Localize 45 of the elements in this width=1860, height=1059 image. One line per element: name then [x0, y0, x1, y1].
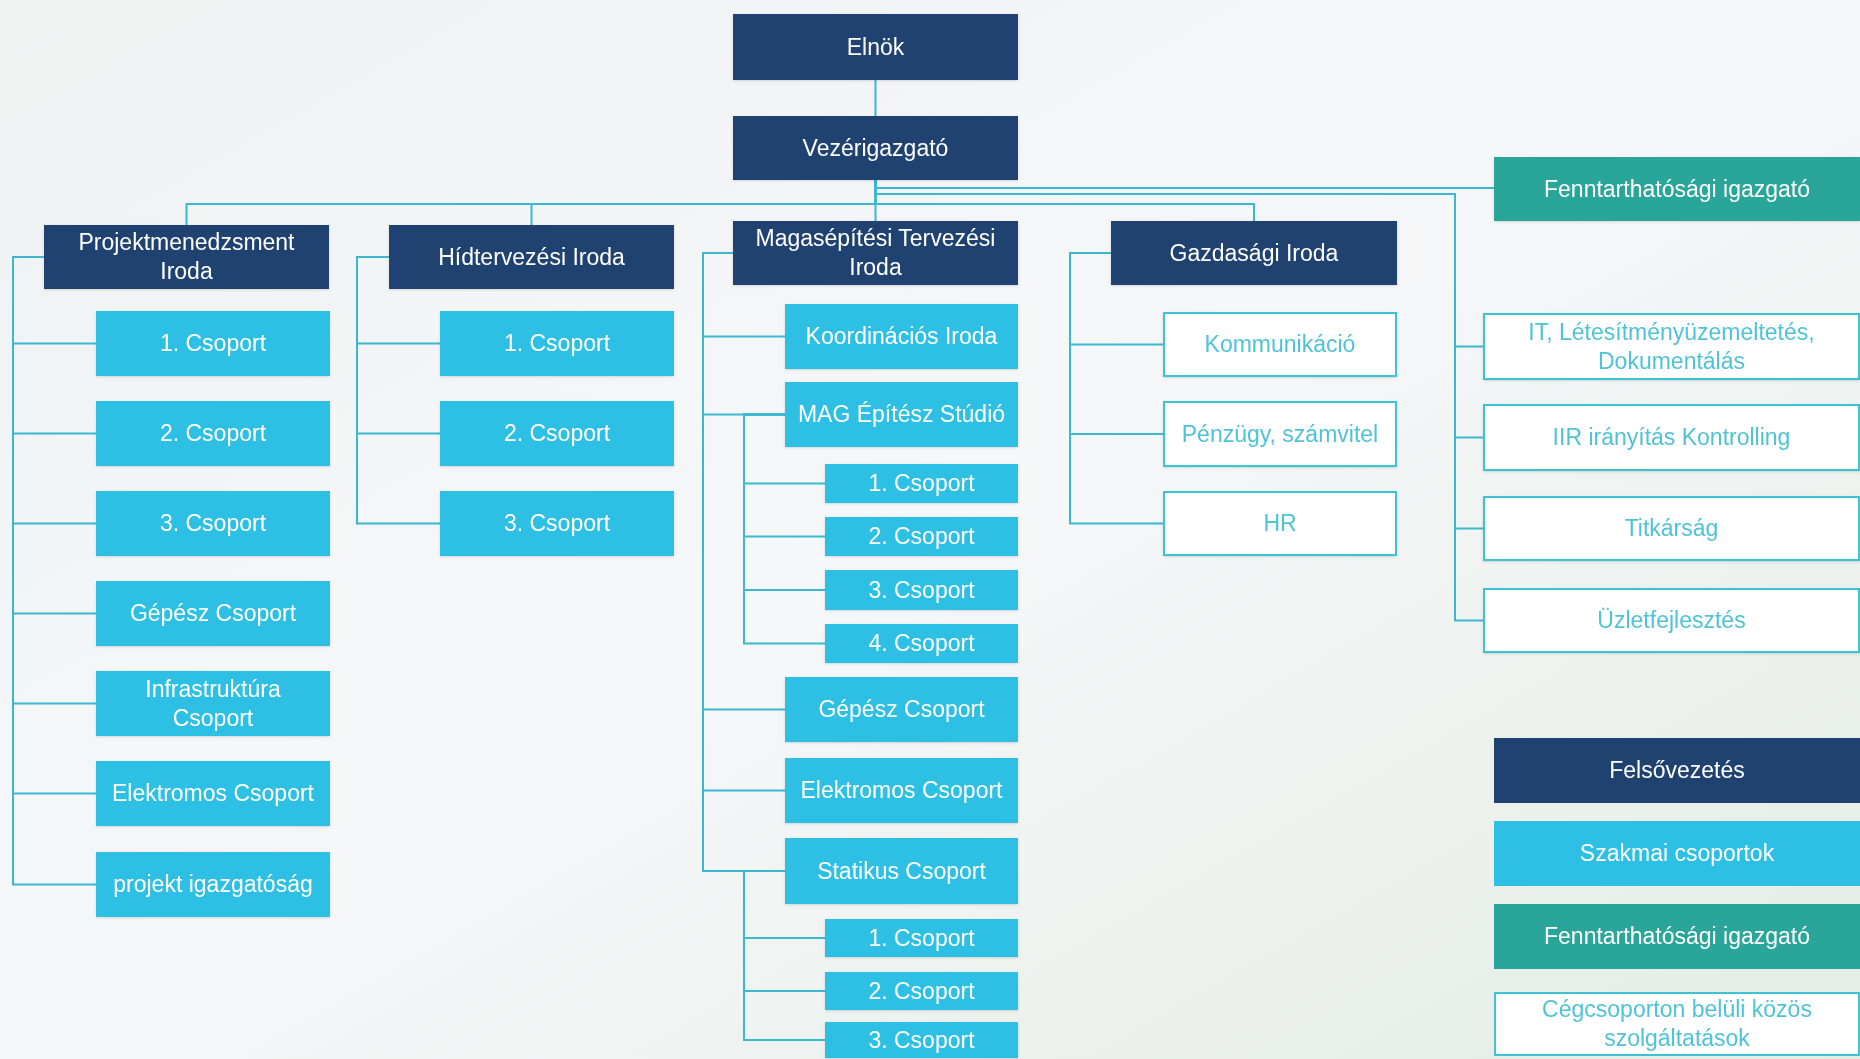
service-box: IT, Létesítményüzemeltetés, Dokumentálás — [1483, 313, 1860, 380]
service-box: Pénzügy, számvitel — [1163, 401, 1397, 467]
group-box: 2. Csoport — [825, 972, 1018, 1010]
management-box: Hídtervezési Iroda — [389, 225, 674, 289]
legend-swatch: Cégcsoporton belüli közös szolgáltatások — [1494, 992, 1860, 1056]
group-box: 2. Csoport — [825, 517, 1018, 556]
connector-line — [874, 79, 877, 117]
group-box: 1. Csoport — [825, 919, 1018, 957]
legend-swatch: Szakmai csoportok — [1494, 821, 1860, 886]
group-box: 3. Csoport — [825, 1022, 1018, 1058]
connector-line — [1069, 252, 1164, 525]
management-box: Gazdasági Iroda — [1111, 221, 1397, 285]
management-box: Magasépítési Tervezési Iroda — [733, 221, 1018, 285]
connector-line — [356, 256, 441, 525]
director-box: Fenntarthatósági igazgató — [1494, 157, 1860, 221]
group-box: Elektromos Csoport — [96, 761, 330, 826]
group-box: 1. Csoport — [440, 311, 674, 376]
service-box: Titkárság — [1483, 496, 1860, 561]
group-box: Elektromos Csoport — [785, 758, 1018, 823]
service-box: IIR irányítás Kontrolling — [1483, 404, 1860, 471]
service-box: Üzletfejlesztés — [1483, 588, 1860, 653]
management-box: Elnök — [733, 14, 1018, 80]
service-box: Kommunikáció — [1163, 312, 1397, 377]
connector-line — [743, 413, 826, 645]
group-box: 4. Csoport — [825, 624, 1018, 663]
group-box: 3. Csoport — [96, 491, 330, 556]
legend-swatch: Fenntarthatósági igazgató — [1494, 904, 1860, 969]
group-box: 2. Csoport — [96, 401, 330, 466]
group-box: Koordinációs Iroda — [785, 304, 1018, 369]
group-box: projekt igazgatóság — [96, 852, 330, 917]
group-box: MAG Építész Stúdió — [785, 382, 1018, 447]
group-box: 2. Csoport — [440, 401, 674, 466]
group-box: Statikus Csoport — [785, 838, 1018, 904]
group-box: Infrastruktúra Csoport — [96, 671, 330, 736]
legend-swatch: Felsővezetés — [1494, 738, 1860, 803]
group-box: 1. Csoport — [825, 464, 1018, 503]
group-box: 3. Csoport — [825, 570, 1018, 610]
connector-line — [743, 870, 826, 1041]
service-box: HR — [1163, 491, 1397, 556]
group-box: Gépész Csoport — [785, 677, 1018, 742]
management-box: Projektmenedzsment Iroda — [44, 225, 329, 289]
management-box: Vezérigazgató — [733, 116, 1018, 180]
group-box: Gépész Csoport — [96, 581, 330, 646]
group-box: 3. Csoport — [440, 491, 674, 556]
group-box: 1. Csoport — [96, 311, 330, 376]
